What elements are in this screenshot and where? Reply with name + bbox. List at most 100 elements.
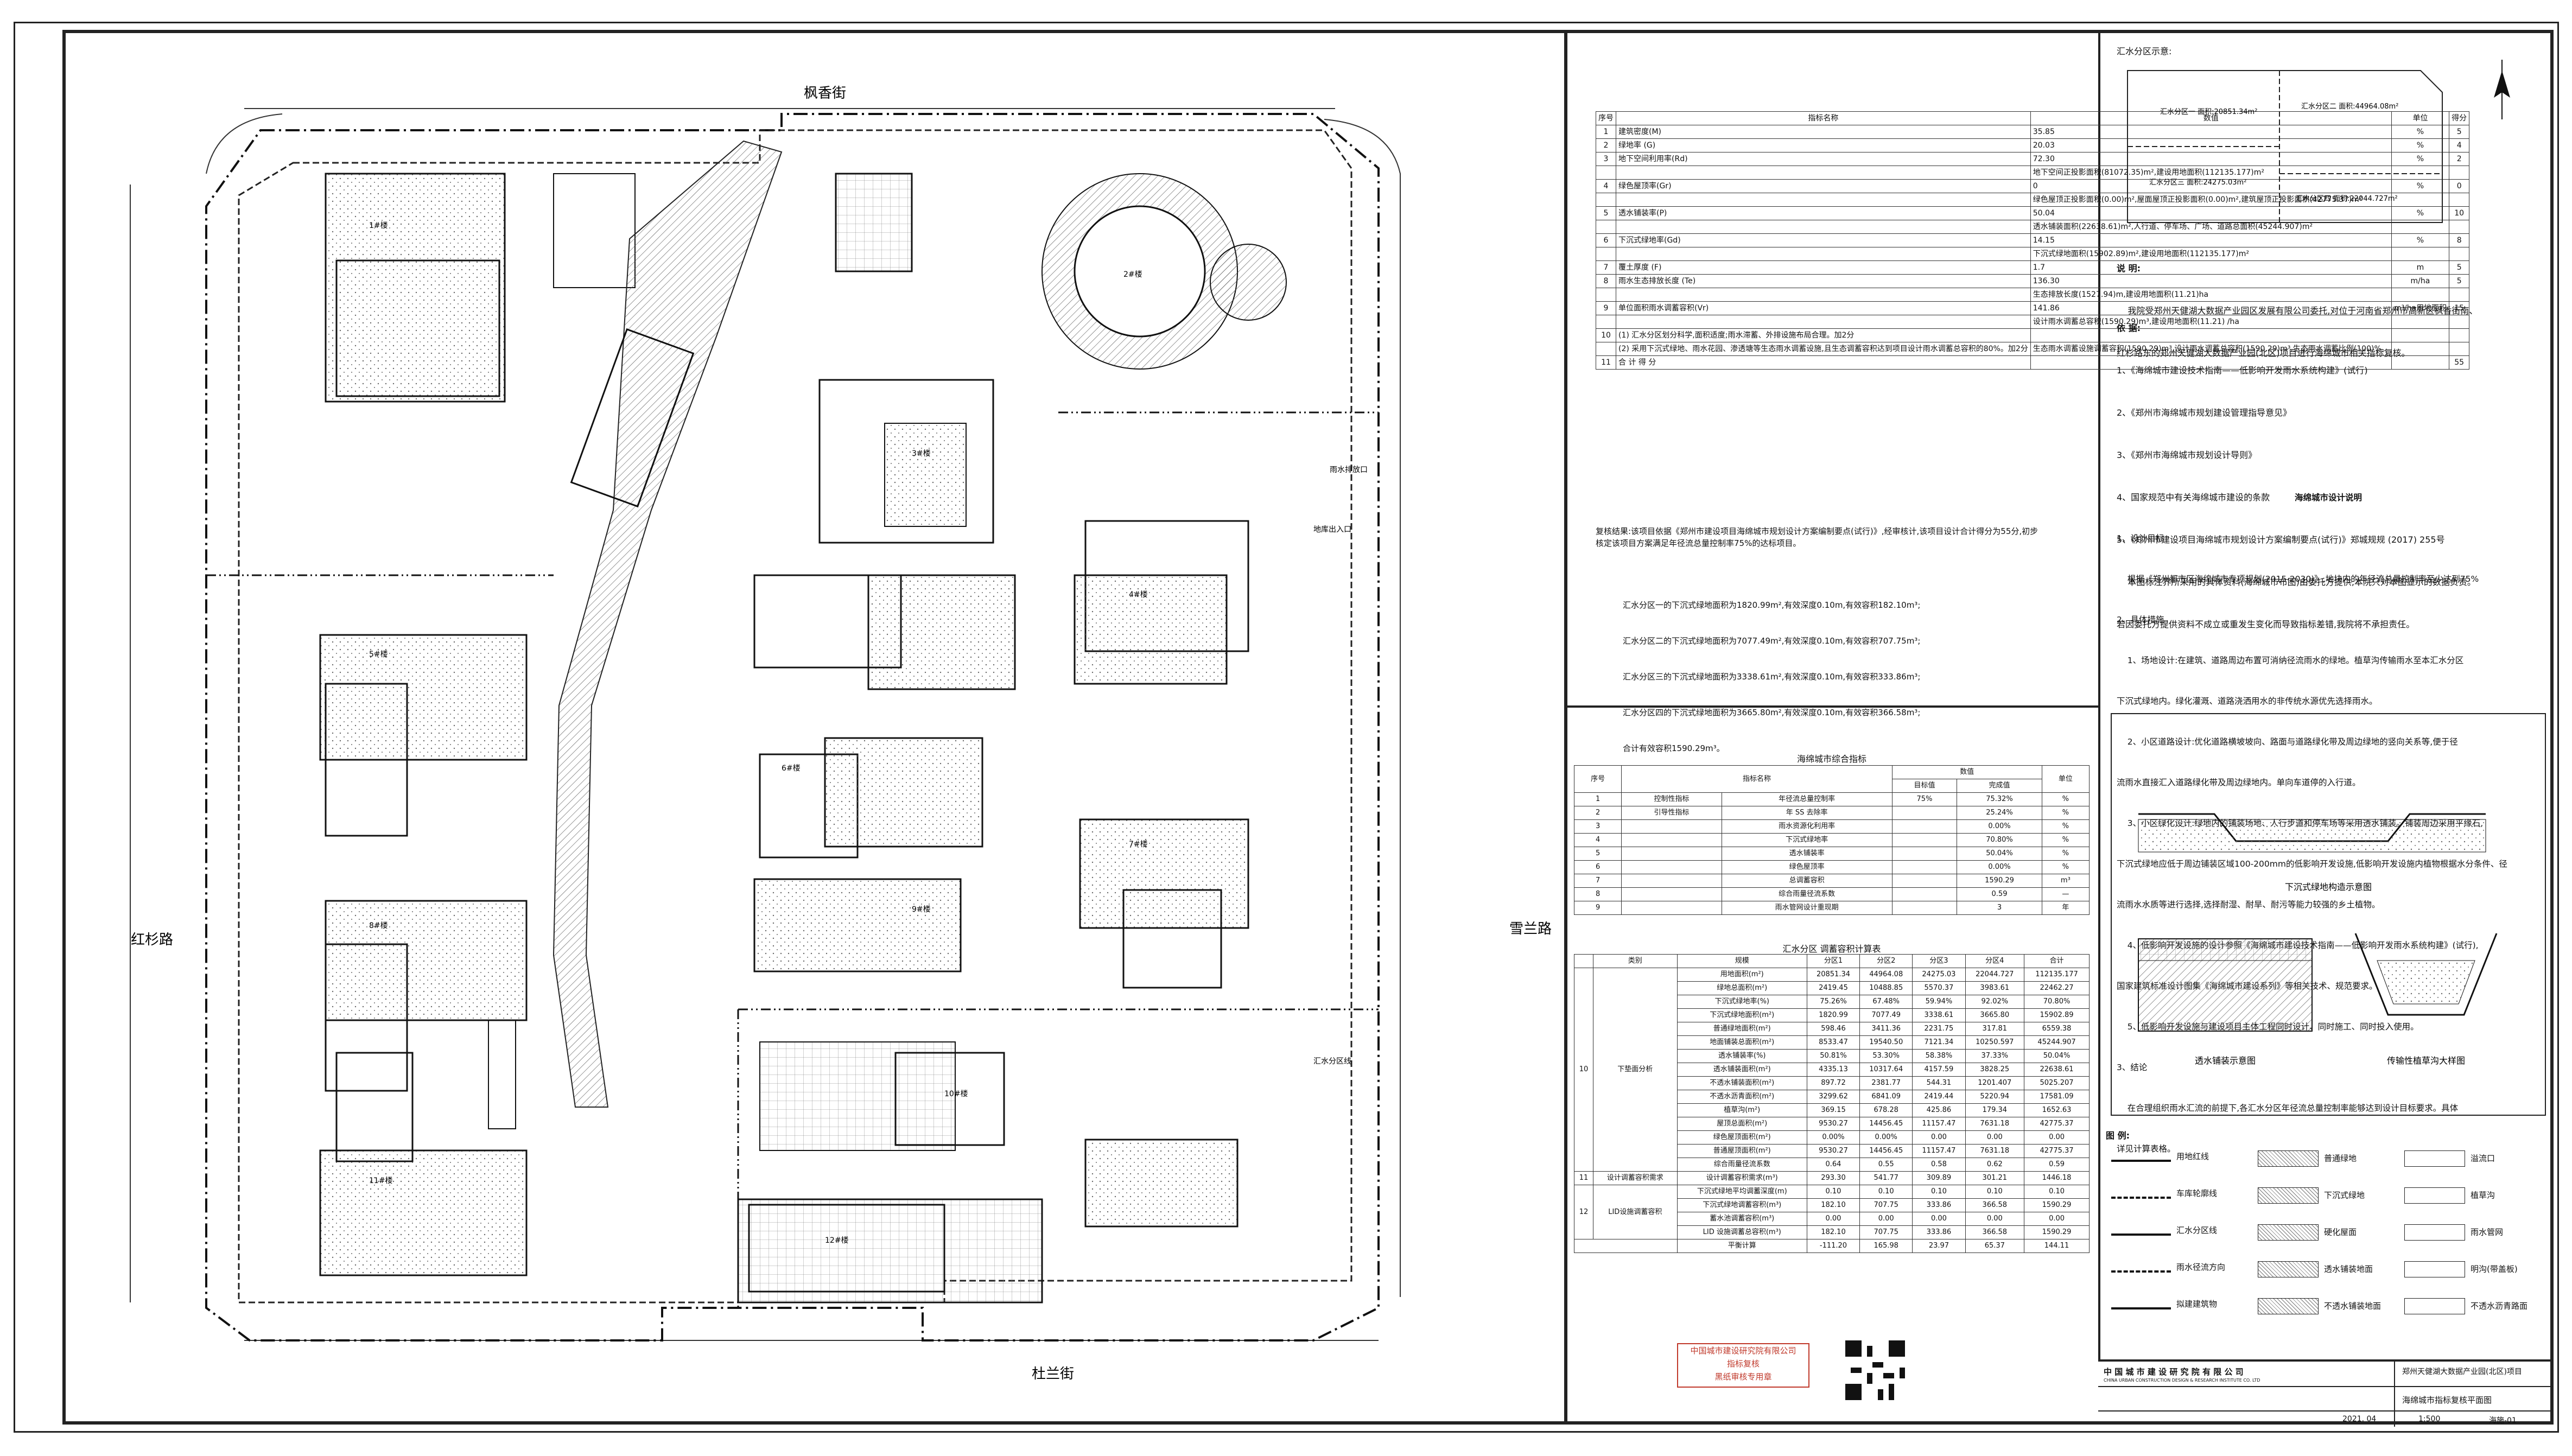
table-cell: 9530.27	[1806, 1117, 1860, 1131]
table-cell	[2449, 342, 2470, 356]
table-cell: 2	[1573, 806, 1622, 820]
table-cell: 7	[1596, 260, 1616, 275]
table-cell: 0.59	[1957, 887, 2042, 901]
calc-header-cell	[1574, 954, 1593, 968]
table-row: (2) 采用下沉式绿地、雨水花园、渗透塘等生态雨水调蓄设施,且生态调蓄容积达到项…	[1596, 342, 2470, 356]
table-cell	[1891, 887, 1958, 901]
legend-line-icon	[2111, 1152, 2171, 1162]
table-cell: 25.24%	[1957, 806, 2042, 820]
legend-hatch-icon	[2258, 1298, 2319, 1314]
table-cell: 设计雨水调蓄总容积(1590.29)m³,建设用地面积(11.21) /ha	[2030, 315, 2392, 329]
catchment-line: 汇水分区二的下沉式绿地面积为7077.49m²,有效深度0.10m,有效容积70…	[1623, 636, 1921, 646]
basis-line: 3、《郑州市海绵城市规划设计导则》	[2117, 450, 2257, 460]
table-cell: 3828.25	[1965, 1063, 2025, 1077]
table-cell	[1621, 887, 1722, 901]
table-cell: %	[2391, 233, 2450, 247]
table-cell: 2419.45	[1806, 981, 1860, 995]
table-cell	[2391, 315, 2450, 329]
legend-label: 普通绿地	[2324, 1153, 2357, 1163]
table-cell: 301.21	[1965, 1171, 2025, 1185]
table-cell: 11157.47	[1912, 1144, 1966, 1158]
table-cell: (1) 汇水分区划分科学,面积适度;雨水滞蓄、外排设施布局合理。加2分	[1616, 328, 2031, 342]
table-cell	[1621, 819, 1722, 834]
table-cell: 透水铺装率(P)	[1616, 206, 2031, 220]
table-cell: 544.31	[1912, 1076, 1966, 1090]
table-cell: 3338.61	[1912, 1008, 1966, 1022]
table-cell: 23.97	[1912, 1239, 1966, 1253]
table-cell: 透水铺装面积(m²)	[1676, 1063, 1807, 1077]
basis-line: 1、《海绵城市建设技术指南——低影响开发雨水系统构建》(试行)	[2117, 365, 2368, 376]
design-line: 根据《郑州都市区海绵城市专项规划(2015-2030)》,地块内的年径流总量控制…	[2117, 574, 2479, 584]
table-cell: 雨水管网设计重现期	[1721, 901, 1893, 915]
table-cell	[1891, 901, 1958, 915]
table-cell: 设计调蓄容积需求	[1592, 1171, 1678, 1185]
table-cell: 地下空间利用率(Rd)	[1616, 152, 2031, 166]
table-cell: 22638.61	[2024, 1063, 2090, 1077]
table-cell: 59.94%	[1912, 995, 1966, 1009]
table-cell: 3983.61	[1965, 981, 2025, 995]
stamp-line: 指标复核	[1726, 1359, 1760, 1369]
legend-label: 车库轮廓线	[2176, 1188, 2218, 1198]
design-line: 1、设计目标	[2117, 533, 2164, 543]
table-cell: 地下空间正投影面积(81072.35)m²,建设用地面积(112135.177)…	[2030, 166, 2392, 180]
table-cell: 0.00%	[1957, 860, 2042, 874]
table-cell: 10317.64	[1859, 1063, 1913, 1077]
table-cell: 0.64	[1806, 1158, 1860, 1172]
table-cell	[1596, 342, 1616, 356]
table-cell	[1616, 288, 2031, 302]
legend-item: 雨水管网	[2404, 1224, 2545, 1246]
catchment-line: 合计有效容积1590.29m³。	[1623, 743, 1725, 753]
table-cell: 678.28	[1859, 1103, 1913, 1117]
calc-header-cell: 分区1	[1806, 954, 1860, 968]
table-cell: 0.10	[2024, 1185, 2090, 1199]
table-cell: 年径流总量控制率	[1721, 792, 1893, 806]
basis-line: 2、《郑州市海绵城市规划建设管理指导意见》	[2117, 408, 2292, 418]
table-cell: 植草沟(m²)	[1676, 1103, 1807, 1117]
design-line: 在合理组织雨水汇流的前提下,各汇水分区年径流总量控制率能够达到设计目标要求。具体	[2117, 1103, 2459, 1113]
table-cell: 下沉式绿地率(%)	[1676, 995, 1807, 1009]
table-cell: 1652.63	[2024, 1103, 2090, 1117]
design-line: 1、场地设计:在建筑、道路周边布置可消纳径流雨水的绿地。植草沟传输雨水至本汇水分…	[2117, 656, 2464, 665]
table-cell: 20851.34	[1806, 968, 1860, 982]
legend-item: 车库轮廓线	[2111, 1187, 2252, 1209]
table-cell: 下沉式绿地率	[1721, 833, 1893, 847]
legend-item: 植草沟	[2404, 1187, 2545, 1209]
table-cell: 75.26%	[1806, 995, 1860, 1009]
sponge-subheader-cell: 完成值	[1957, 779, 2042, 793]
table-cell: LID设施调蓄容积	[1592, 1185, 1678, 1239]
catchment-line: 汇水分区三的下沉式绿地面积为3338.61m²,有效深度0.10m,有效容积33…	[1623, 672, 1921, 682]
table-cell: 引导性指标	[1621, 806, 1722, 820]
drawing-name: 海绵城市指标复核平面图	[2402, 1395, 2492, 1405]
table-cell: m³	[2041, 874, 2090, 888]
explanation-title: 说 明:	[2117, 263, 2141, 274]
drawing-number: 海施-01	[2489, 1416, 2517, 1425]
legend-symbol-icon	[2404, 1187, 2465, 1204]
table-cell: 309.89	[1912, 1171, 1966, 1185]
table-cell: 1446.18	[2024, 1171, 2090, 1185]
table-cell: 707.75	[1859, 1198, 1913, 1212]
table-cell: 11	[1596, 355, 1616, 370]
sponge-subheader-cell: 目标值	[1891, 779, 1958, 793]
calc-header-cell: 分区2	[1859, 954, 1913, 968]
table-cell: 普通屋顶面积(m²)	[1676, 1144, 1807, 1158]
table-cell: 3	[1573, 819, 1622, 834]
table-cell: 369.15	[1806, 1103, 1860, 1117]
table-cell: 897.72	[1806, 1076, 1860, 1090]
design-notes-title: 海绵城市设计说明	[2294, 493, 2362, 503]
sponge-subheader: 目标值 完成值	[1574, 779, 2090, 793]
street-south: 杜兰街	[1032, 1366, 1074, 1382]
index-header-cell: 序号	[1596, 111, 1616, 125]
table-row: 10(1) 汇水分区划分科学,面积适度;雨水滞蓄、外排设施布局合理。加2分	[1596, 328, 2470, 342]
table-cell: 绿地总面积(m²)	[1676, 981, 1807, 995]
zone-label: 汇水分区三 面积:24275.03m²	[2149, 179, 2246, 187]
legend-item: 雨水径流方向	[2111, 1261, 2252, 1283]
legend-item: 用地红线	[2111, 1150, 2252, 1172]
table-cell: 透水铺装率(%)	[1676, 1049, 1807, 1063]
table-cell: 92.02%	[1965, 995, 2025, 1009]
building-label: 10#楼	[944, 1090, 968, 1098]
